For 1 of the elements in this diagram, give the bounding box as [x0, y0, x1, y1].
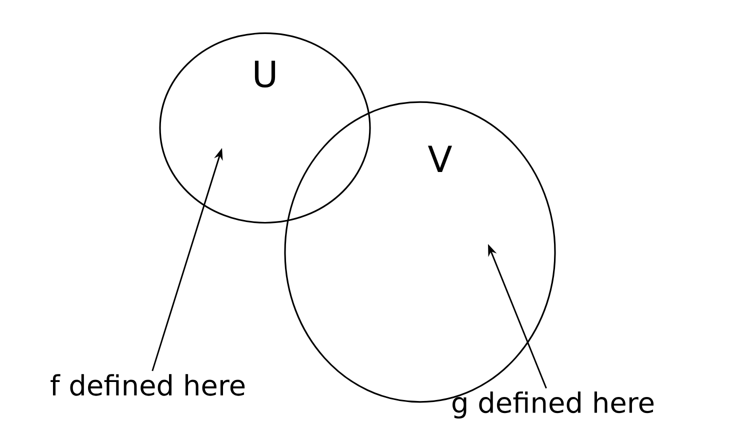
text-label: f defined here: [50, 374, 245, 396]
